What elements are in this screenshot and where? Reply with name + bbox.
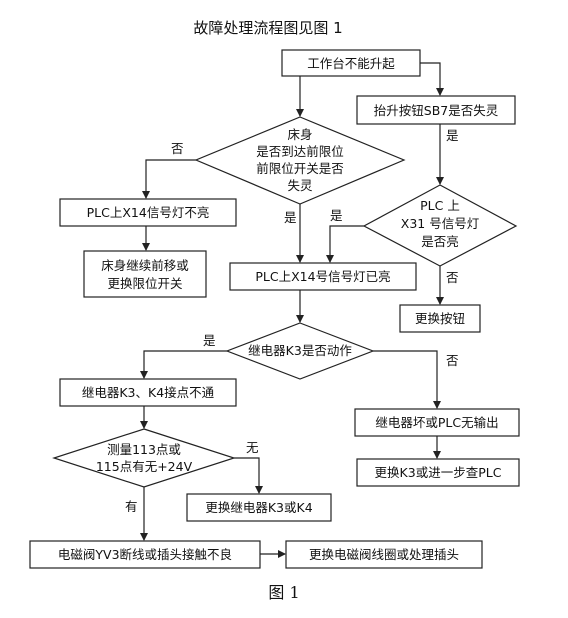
- node-replace-button-text: 更换按钮: [415, 311, 465, 326]
- figure-caption: 图 1: [268, 583, 299, 602]
- node-x14-off-text: PLC上X14信号灯不亮: [87, 205, 210, 220]
- node-yv3: 电磁阀YV3断线或插头接触不良: [29, 540, 261, 569]
- edge-label-bed-no: 否: [171, 141, 184, 156]
- edge-k3-yes: [140, 350, 227, 379]
- node-bed-limit-line-3: 前限位开关是否: [256, 161, 344, 176]
- edge-label-x31-no: 否: [446, 270, 459, 285]
- edge-label-bed-yes: 是: [284, 210, 297, 225]
- node-replace-k3k4-text: 更换继电器K3或K4: [205, 500, 312, 515]
- figure-title: 故障处理流程图见图 1: [193, 19, 342, 37]
- node-x31-line-2: X31 号信号灯: [401, 216, 479, 231]
- node-relay-bad: 继电器坏或PLC无输出: [354, 408, 520, 437]
- node-bed-limit-line-4: 失灵: [287, 178, 313, 193]
- node-bed-move-line-2: 更换限位开关: [107, 276, 182, 291]
- node-sb7: 抬升按钮SB7是否失灵: [356, 95, 516, 125]
- edge-measure-none: [234, 457, 263, 494]
- node-x31: PLC 上 X31 号信号灯 是否亮: [362, 184, 518, 267]
- node-k3-action-text: 继电器K3是否动作: [248, 343, 352, 358]
- edge-label-x31-yes: 是: [330, 208, 343, 223]
- node-measure-line-2: 115点有无+24V: [96, 459, 193, 474]
- node-bed-limit-line-1: 床身: [287, 127, 312, 142]
- node-bed-move-line-1: 床身继续前移或: [101, 258, 189, 273]
- edge-k3-no: [373, 350, 441, 409]
- node-bed-limit: 床身 是否到达前限位 前限位开关是否 失灵: [194, 116, 406, 205]
- node-x14-on: PLC上X14号信号灯已亮: [229, 262, 417, 291]
- node-replace-k3-plc: 更换K3或进一步查PLC: [356, 458, 520, 487]
- edge-x31-yes: [326, 225, 364, 263]
- edges: [140, 62, 444, 558]
- edge-bed-no: [142, 159, 196, 199]
- node-relay-bad-text: 继电器坏或PLC无输出: [375, 415, 498, 430]
- node-x14-off: PLC上X14信号灯不亮: [59, 198, 237, 227]
- edge-label-measure-has: 有: [125, 499, 138, 514]
- node-x31-line-1: PLC 上: [420, 198, 460, 213]
- edge-start-to-sb7: [420, 62, 444, 96]
- node-k3k4-contact: 继电器K3、K4接点不通: [59, 378, 237, 407]
- edge-label-k3-yes: 是: [203, 333, 216, 348]
- node-k3k4-contact-text: 继电器K3、K4接点不通: [82, 385, 215, 400]
- node-bed-move: 床身继续前移或 更换限位开关: [83, 250, 207, 298]
- node-replace-coil-text: 更换电磁阀线圈或处理插头: [309, 547, 459, 562]
- node-replace-k3k4: 更换继电器K3或K4: [186, 493, 332, 522]
- edge-label-sb7-yes: 是: [446, 128, 459, 143]
- node-start: 工作台不能升起: [281, 49, 421, 77]
- node-x14-on-text: PLC上X14号信号灯已亮: [255, 269, 390, 284]
- node-yv3-text: 电磁阀YV3断线或插头接触不良: [58, 547, 232, 562]
- edge-label-measure-none: 无: [246, 440, 259, 455]
- node-measure: 测量113点或 115点有无+24V: [52, 428, 236, 488]
- node-x31-line-3: 是否亮: [421, 234, 459, 249]
- node-k3-action: 继电器K3是否动作: [225, 322, 375, 380]
- node-replace-button: 更换按钮: [399, 304, 481, 333]
- node-sb7-text: 抬升按钮SB7是否失灵: [374, 103, 499, 118]
- edge-label-k3-no: 否: [446, 353, 459, 368]
- node-start-text: 工作台不能升起: [307, 56, 395, 71]
- node-replace-coil: 更换电磁阀线圈或处理插头: [285, 540, 483, 569]
- node-replace-k3-plc-text: 更换K3或进一步查PLC: [375, 465, 502, 480]
- node-bed-limit-line-2: 是否到达前限位: [256, 144, 344, 159]
- node-measure-line-1: 测量113点或: [107, 442, 181, 457]
